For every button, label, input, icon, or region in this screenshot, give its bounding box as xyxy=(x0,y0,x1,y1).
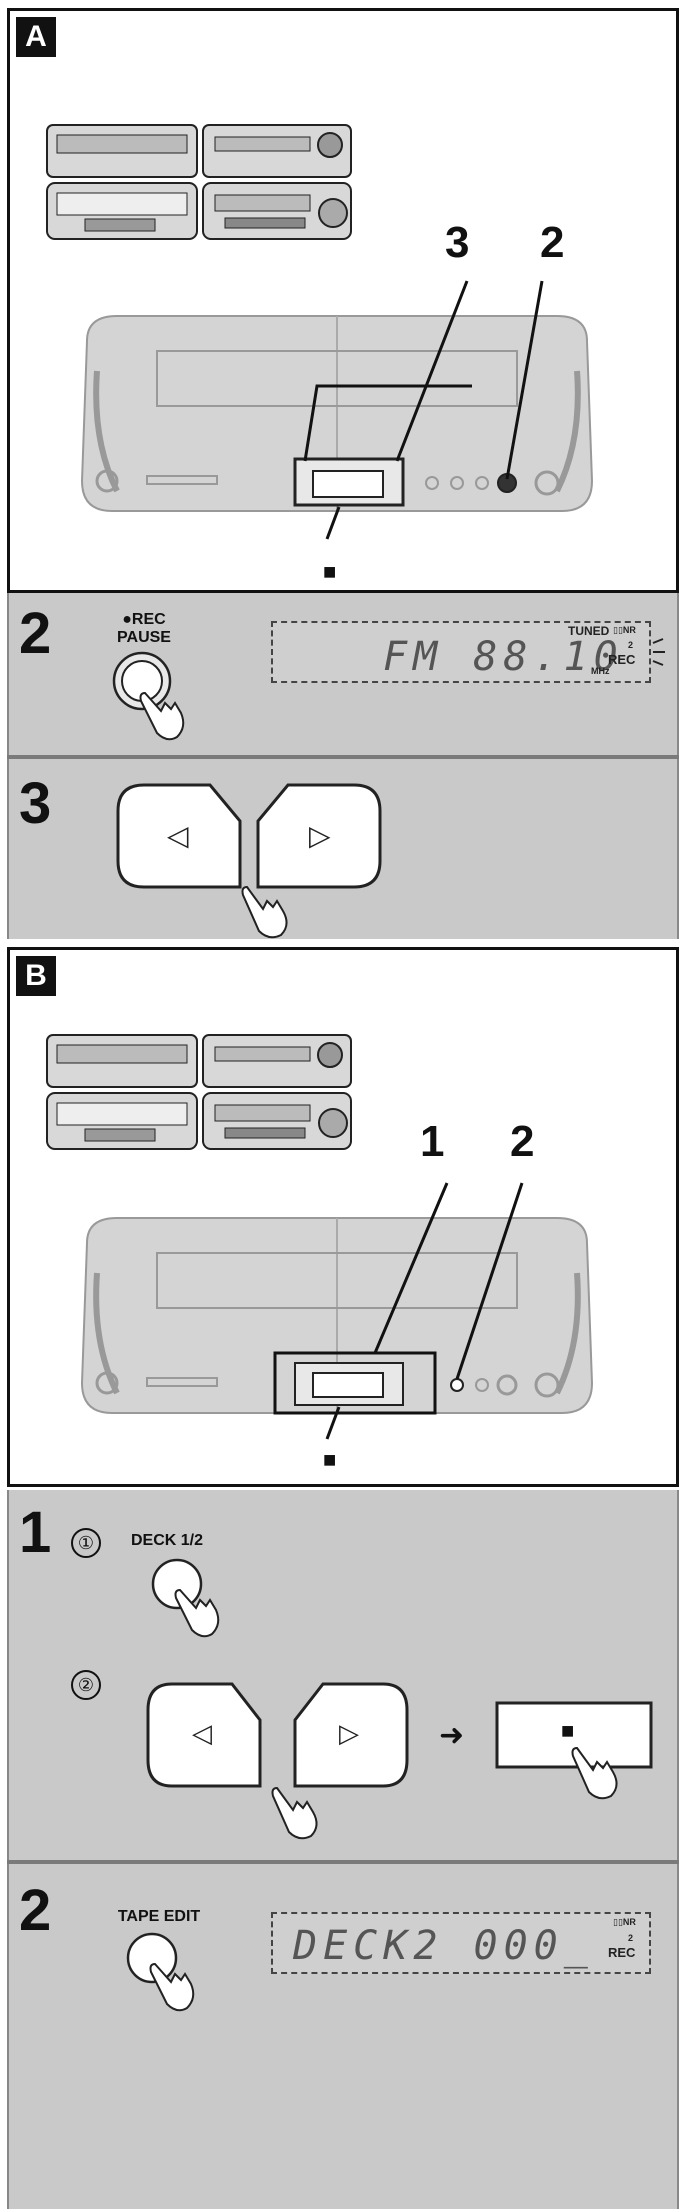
deck-indicator: 2 xyxy=(628,640,634,650)
forward-symbol: ▷ xyxy=(339,1718,359,1748)
pause-label: PAUSE xyxy=(117,629,171,646)
stop-symbol: ■ xyxy=(561,1718,575,1743)
callout-1: 1 xyxy=(420,1117,445,1166)
section-b-badge: B xyxy=(16,956,56,996)
pointing-hand-icon xyxy=(139,691,185,741)
step-number: 2 xyxy=(19,1878,52,1943)
pointing-hand-icon xyxy=(149,1962,195,2012)
stop-symbol: ■ xyxy=(323,1447,337,1472)
section-a-frame: A 3 2 ■ xyxy=(7,8,679,593)
forward-symbol: ▷ xyxy=(309,820,331,851)
step-b1-panel: 1 ① DECK 1/2 ② ◁ ▷ ➜ ■ xyxy=(7,1490,679,1860)
callout-2: 2 xyxy=(510,1117,535,1166)
forward-button[interactable] xyxy=(254,781,384,891)
step-b2-panel: 2 TAPE EDIT ▯▯NR DECK2 000_ 2 REC xyxy=(7,1864,679,2209)
step-a2-panel: 2 ●REC PAUSE TUNED ▯▯NR FM 88.10 2 REC M… xyxy=(7,593,679,755)
nr-indicator: ▯▯NR xyxy=(613,1917,636,1927)
pointing-hand-icon xyxy=(571,1746,618,1800)
rewind-button[interactable] xyxy=(144,1680,264,1790)
rewind-symbol: ◁ xyxy=(192,1718,212,1748)
rewind-symbol: ◁ xyxy=(167,820,189,851)
pointing-hand-icon xyxy=(241,885,288,939)
callout-3: 3 xyxy=(445,218,470,267)
rec-indicator: REC xyxy=(608,652,636,667)
stop-symbol: ■ xyxy=(323,559,337,584)
counter-readout: DECK2 000_ xyxy=(293,1923,594,1969)
tape-edit-button[interactable] xyxy=(124,1932,194,1992)
section-a-badge: A xyxy=(16,17,56,57)
stereo-system-thumbnail-icon xyxy=(46,1034,352,1150)
rec-indicator: REC xyxy=(608,1945,636,1960)
pointing-hand-icon xyxy=(174,1588,220,1638)
deck-display: ▯▯NR DECK2 000_ 2 REC xyxy=(271,1912,651,1974)
substep-1-marker: ① xyxy=(71,1528,101,1558)
arrow-right-icon: ➜ xyxy=(439,1719,465,1752)
cassette-deck-panel-icon xyxy=(80,1182,594,1440)
forward-button[interactable] xyxy=(291,1680,411,1790)
rec-label: ●REC xyxy=(122,611,166,628)
deck-indicator: 2 xyxy=(628,1933,634,1943)
deck-1-2-button[interactable] xyxy=(149,1558,219,1618)
tuner-display: TUNED ▯▯NR FM 88.10 2 REC MHz xyxy=(271,621,651,683)
tuned-indicator: TUNED xyxy=(568,624,610,638)
rewind-button[interactable] xyxy=(114,781,244,891)
step-a3-panel: 3 ◁ ▷ xyxy=(7,759,679,939)
step-number: 1 xyxy=(19,1500,52,1565)
divider xyxy=(7,755,679,759)
stereo-system-thumbnail-icon xyxy=(46,124,352,240)
deck-label: DECK 1/2 xyxy=(131,1532,204,1549)
substep-2-marker: ② xyxy=(71,1670,101,1700)
step-number: 2 xyxy=(19,601,52,666)
callout-2: 2 xyxy=(540,218,565,267)
nr-indicator: ▯▯NR xyxy=(613,625,636,635)
tape-edit-label: TAPE EDIT xyxy=(117,1908,201,1925)
mhz-indicator: MHz xyxy=(591,666,610,676)
cassette-deck-panel-icon xyxy=(80,280,594,540)
step-number: 3 xyxy=(19,771,52,836)
divider xyxy=(7,1860,679,1864)
blink-marks-icon xyxy=(652,638,665,666)
rec-pause-button[interactable] xyxy=(107,651,187,741)
frequency-readout: FM 88.10 xyxy=(383,634,624,680)
section-b-frame: B 1 2 ■ xyxy=(7,947,679,1487)
pointing-hand-icon xyxy=(271,1786,318,1840)
